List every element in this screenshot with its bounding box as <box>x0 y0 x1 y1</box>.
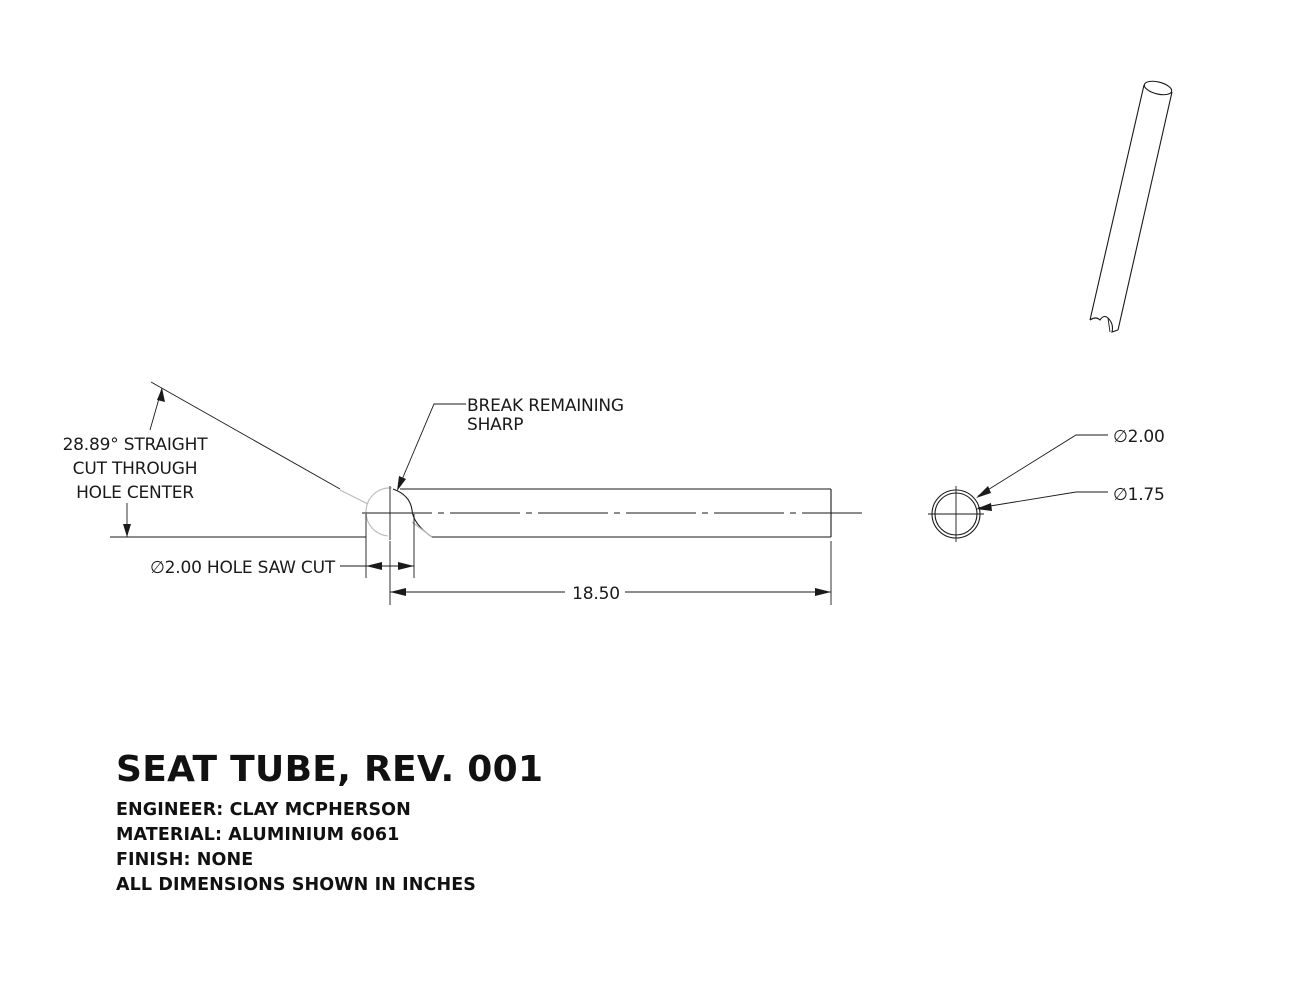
angle-callout: 28.89° STRAIGHT CUT THROUGH HOLE CENTER <box>63 381 366 538</box>
drawing-title: SEAT TUBE, REV. 001 <box>116 749 544 790</box>
finish-line: FINISH: NONE <box>116 850 254 870</box>
material-line: MATERIAL: ALUMINIUM 6061 <box>116 825 400 845</box>
length-dimension: 18.50 <box>389 541 832 605</box>
angle-note-line-3: HOLE CENTER <box>76 483 194 503</box>
isometric-view <box>1089 80 1173 333</box>
title-block: SEAT TUBE, REV. 001 ENGINEER: CLAY MCPHE… <box>116 748 543 898</box>
length-label: 18.50 <box>572 584 620 604</box>
angle-note-line-2: CUT THROUGH <box>73 459 198 479</box>
side-view <box>339 486 862 540</box>
hole-saw-dimension: ∅2.00 HOLE SAW CUT <box>150 514 415 578</box>
break-note-line-2: SHARP <box>467 415 523 435</box>
end-view: ∅2.00 ∅1.75 <box>928 427 1165 542</box>
engineer-line: ENGINEER: CLAY MCPHERSON <box>116 800 411 820</box>
hole-saw-label: ∅2.00 HOLE SAW CUT <box>150 558 336 578</box>
inner-diameter-label: ∅1.75 <box>1113 485 1165 505</box>
units-note: ALL DIMENSIONS SHOWN IN INCHES <box>116 875 476 895</box>
break-note-line-1: BREAK REMAINING <box>467 396 624 416</box>
angle-note-line-1: 28.89° STRAIGHT <box>63 435 209 455</box>
break-sharp-callout: BREAK REMAINING SHARP <box>397 396 624 491</box>
outer-diameter-label: ∅2.00 <box>1113 427 1165 447</box>
